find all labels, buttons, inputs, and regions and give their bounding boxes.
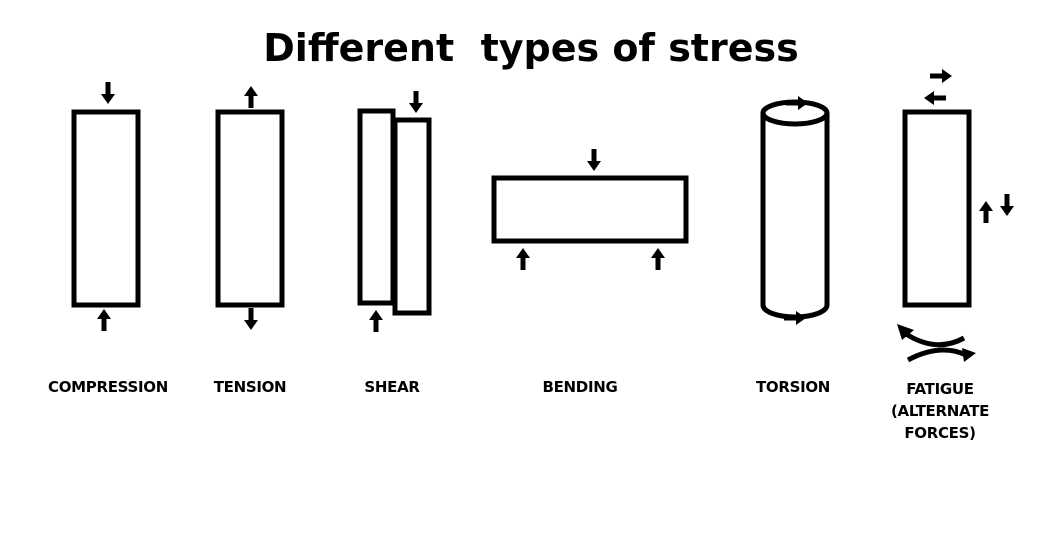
shear-figure [357,91,432,332]
shear-right-bar [392,117,432,316]
fatigue-curved-arrow-lower [906,347,968,363]
label-fatigue-line3: FORCES) [904,424,976,442]
bending-beam [491,175,689,244]
fatigue-curved-arrowhead-lower [962,348,976,362]
label-fatigue-line2: (ALTERNATE [890,402,990,420]
label-compression: COMPRESSION [48,378,168,396]
torsion-cylinder [760,113,830,320]
label-bending: BENDING [542,378,618,396]
label-tension: TENSION [213,378,287,396]
bending-top-arrow-icon [587,149,601,171]
compression-bar [71,109,141,308]
bending-left-support-arrow-icon [516,248,530,270]
compression-figure [71,82,141,331]
torsion-figure [760,96,830,325]
shear-left-bar [357,108,396,306]
diagram-title: Different types of stress [263,26,799,70]
label-shear: SHEAR [364,378,420,396]
tension-figure [215,86,285,330]
compression-top-arrow-icon [101,82,115,104]
tension-top-arrow-icon [244,86,258,108]
shear-up-arrow-icon [369,310,383,332]
torsion-bottom-arrow-icon [784,311,806,325]
fatigue-left-arrow-icon [924,91,946,105]
label-fatigue: FATIGUE (ALTERNATE FORCES) [880,378,1000,444]
tension-bar [215,109,285,308]
bending-figure [491,149,689,270]
fatigue-curved-arrow-upper [901,329,966,348]
fatigue-up-arrow-icon [979,201,993,223]
fatigue-right-arrow-icon [930,69,952,83]
fatigue-curved-arrowhead-upper [897,324,914,340]
fatigue-figure [897,69,1014,363]
label-fatigue-line1: FATIGUE [906,380,974,398]
label-torsion: TORSION [755,378,831,396]
compression-bottom-arrow-icon [97,309,111,331]
fatigue-bar [902,109,972,308]
tension-bottom-arrow-icon [244,308,258,330]
shear-down-arrow-icon [409,91,423,113]
torsion-top-arrow-icon [786,96,808,110]
fatigue-down-arrow-icon [1000,194,1014,216]
bending-right-support-arrow-icon [651,248,665,270]
